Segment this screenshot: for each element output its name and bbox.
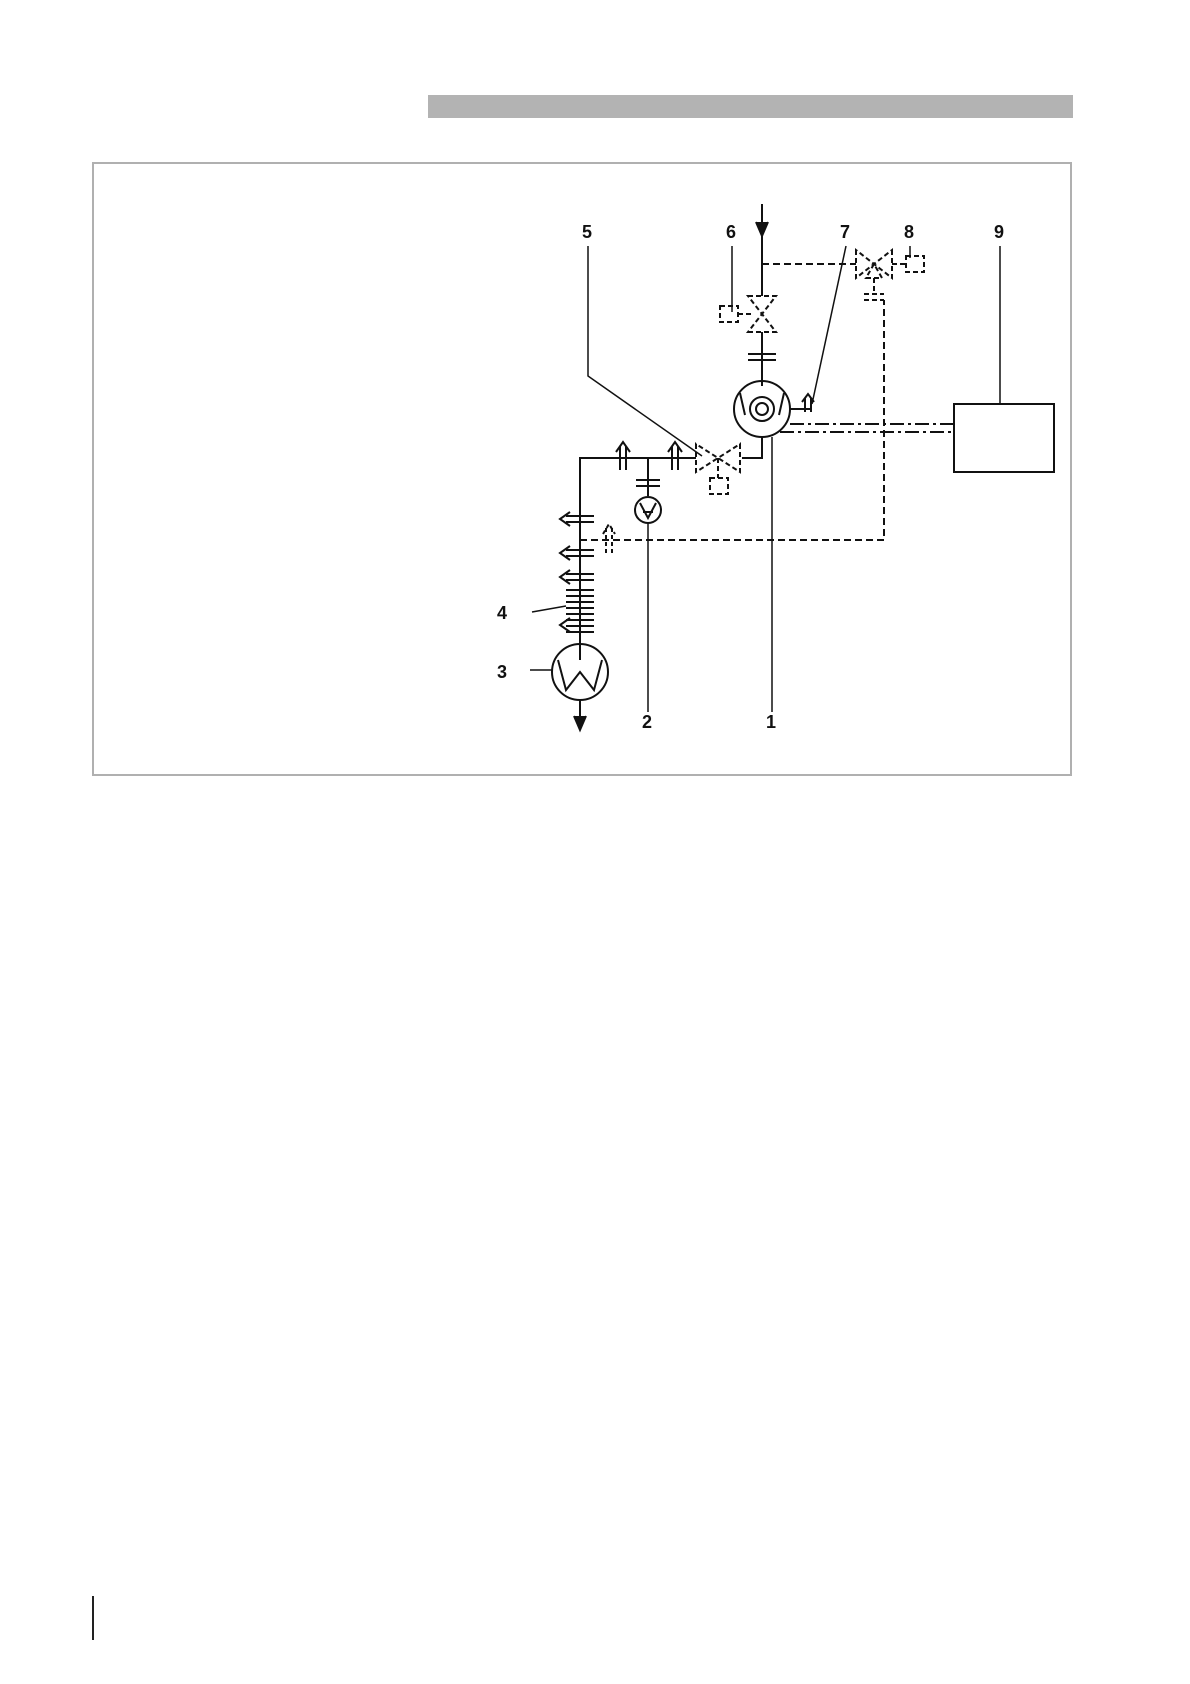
callout-label-4: 4 [497, 603, 507, 623]
filter-icon [560, 590, 594, 632]
main-pump-icon [734, 381, 790, 437]
vent-port-icon [790, 394, 814, 412]
callout-label-1: 1 [766, 712, 776, 732]
backing-line-flanges-icon [560, 512, 594, 584]
controller-box [954, 404, 1054, 472]
inlet-valve-icon [720, 296, 776, 332]
vent-valve-icon [856, 250, 924, 300]
control-line-bottom [580, 300, 884, 540]
callout-label-7: 7 [840, 222, 850, 242]
callout-label-9: 9 [994, 222, 1004, 242]
foreline-pipe [580, 437, 762, 660]
callout-label-5: 5 [582, 222, 592, 242]
inlet-arrow-icon [756, 204, 768, 236]
foreline-valve-icon [696, 444, 740, 494]
callout-label-2: 2 [642, 712, 652, 732]
page-margin-line [92, 1596, 94, 1640]
exhaust-arrow-icon [574, 700, 586, 730]
callout-label-8: 8 [904, 222, 914, 242]
callout-label-6: 6 [726, 222, 736, 242]
callout-leaders [530, 246, 1000, 712]
callout-label-3: 3 [497, 662, 507, 682]
pressure-gauge-icon [635, 458, 661, 523]
